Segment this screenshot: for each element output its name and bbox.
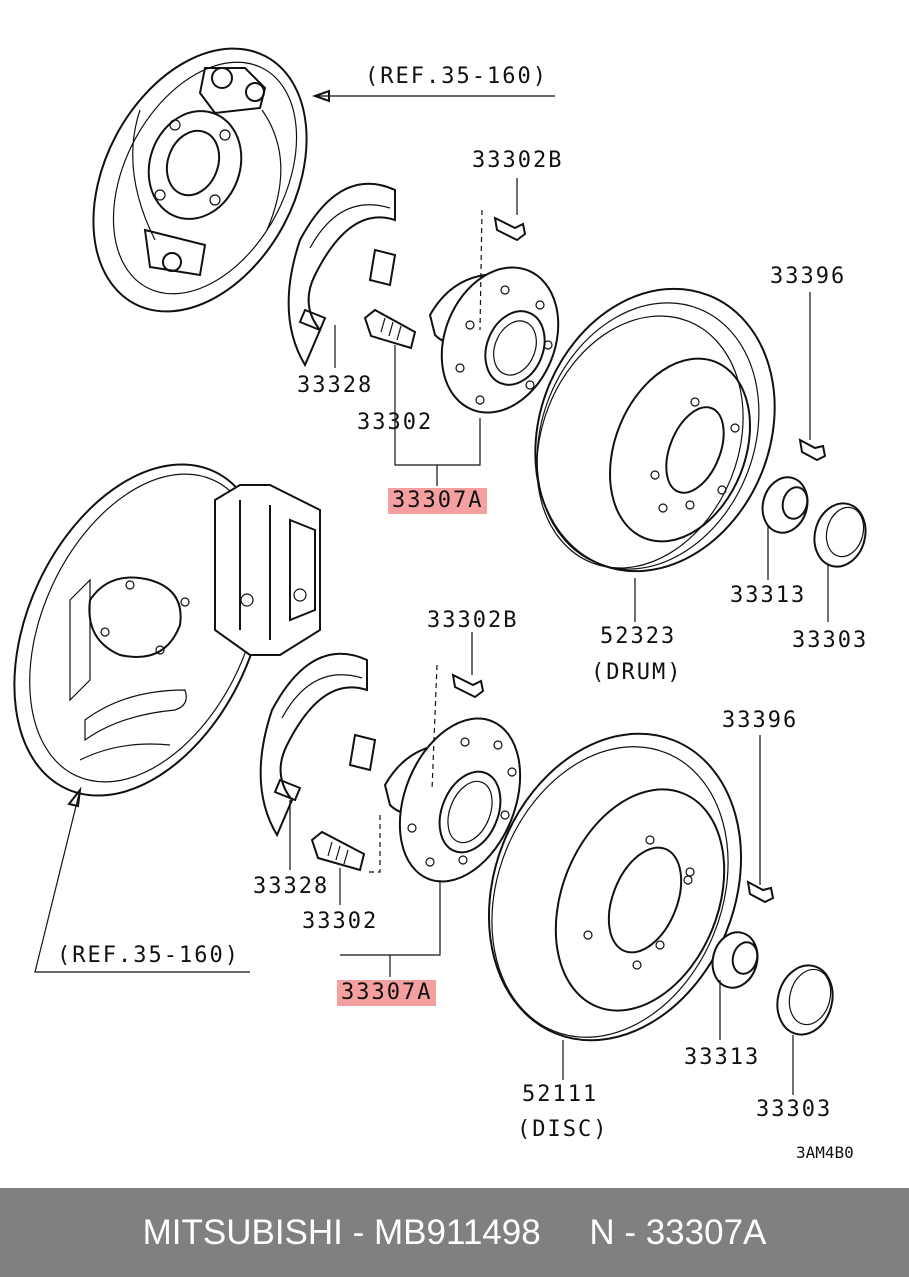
lower-lock-nut	[711, 931, 759, 989]
upper-plug-label: 33396	[770, 264, 847, 289]
lower-disc-label: 52111	[522, 1082, 599, 1107]
lower-bolt-label: 33302B	[427, 608, 519, 633]
lower-hub-assembly-label: 33307A	[337, 980, 437, 1006]
lower-cap-label: 33303	[756, 1097, 833, 1122]
lower-hub	[383, 717, 522, 883]
ref-bottom-label: (REF.35-160)	[57, 943, 240, 968]
upper-backing-plate	[92, 47, 308, 313]
ref-bottom-leader	[34, 789, 250, 973]
upper-lock-nut	[761, 476, 809, 534]
upper-hub-assembly-label: 33307A	[388, 488, 488, 514]
lower-small-bolt	[451, 673, 485, 699]
lower-backing-plate	[13, 463, 321, 797]
upper-drum-label: 52323	[600, 624, 677, 649]
footer-caption: MITSUBISHI - MB911498 N - 33307A	[0, 1188, 909, 1277]
upper-bolt-label: 33302B	[472, 148, 564, 173]
upper-drum-note: (DRUM)	[591, 660, 683, 685]
exploded-view-drawing	[13, 47, 867, 1095]
ref-top-arrow	[312, 89, 330, 103]
brand-separator: -	[342, 1212, 374, 1252]
lower-shield-label: 33328	[253, 874, 330, 899]
diagram-reference: N - 33307A	[589, 1212, 767, 1252]
lower-disc-note: (DISC)	[517, 1117, 609, 1142]
upper-hub	[428, 266, 560, 414]
diagram-code: 3AM4B0	[796, 1143, 854, 1162]
brand-name: MITSUBISHI	[142, 1212, 343, 1252]
lower-plug-bolt	[746, 880, 775, 904]
part-number: MB911498	[374, 1212, 541, 1252]
lower-dust-shield	[259, 652, 377, 838]
lower-bolt-dashed	[431, 664, 438, 791]
upper-bolt-dashed	[479, 209, 483, 331]
upper-grease-cap	[813, 502, 867, 568]
upper-stud-bolt	[363, 308, 417, 350]
footer-gap	[541, 1213, 590, 1253]
lower-nut-label: 33313	[684, 1045, 761, 1070]
upper-brake-drum	[534, 287, 776, 573]
footer-bar: MITSUBISHI - MB911498 N - 33307A	[0, 1188, 909, 1277]
ref-top-label: (REF.35-160)	[365, 64, 548, 89]
upper-small-bolt	[493, 216, 527, 242]
upper-plug-bolt	[798, 438, 827, 462]
parts-diagram: (REF.35-160) 33302B 33396 33328 33302 33…	[13, 47, 869, 1162]
lower-stud-label: 33302	[302, 909, 379, 934]
lower-stud-dashed	[367, 815, 381, 873]
upper-cap-label: 33303	[792, 628, 869, 653]
upper-dust-shield	[287, 182, 397, 368]
lower-brake-disc	[487, 732, 743, 1042]
upper-shield-label: 33328	[297, 373, 374, 398]
lower-plug-label: 33396	[722, 708, 799, 733]
lower-stud-bolt	[310, 830, 366, 872]
upper-stud-label: 33302	[357, 410, 434, 435]
upper-nut-label: 33313	[730, 583, 807, 608]
lower-hub-bracket	[340, 880, 441, 956]
ref-bottom-arrow	[67, 786, 82, 808]
lower-grease-cap	[776, 964, 834, 1036]
